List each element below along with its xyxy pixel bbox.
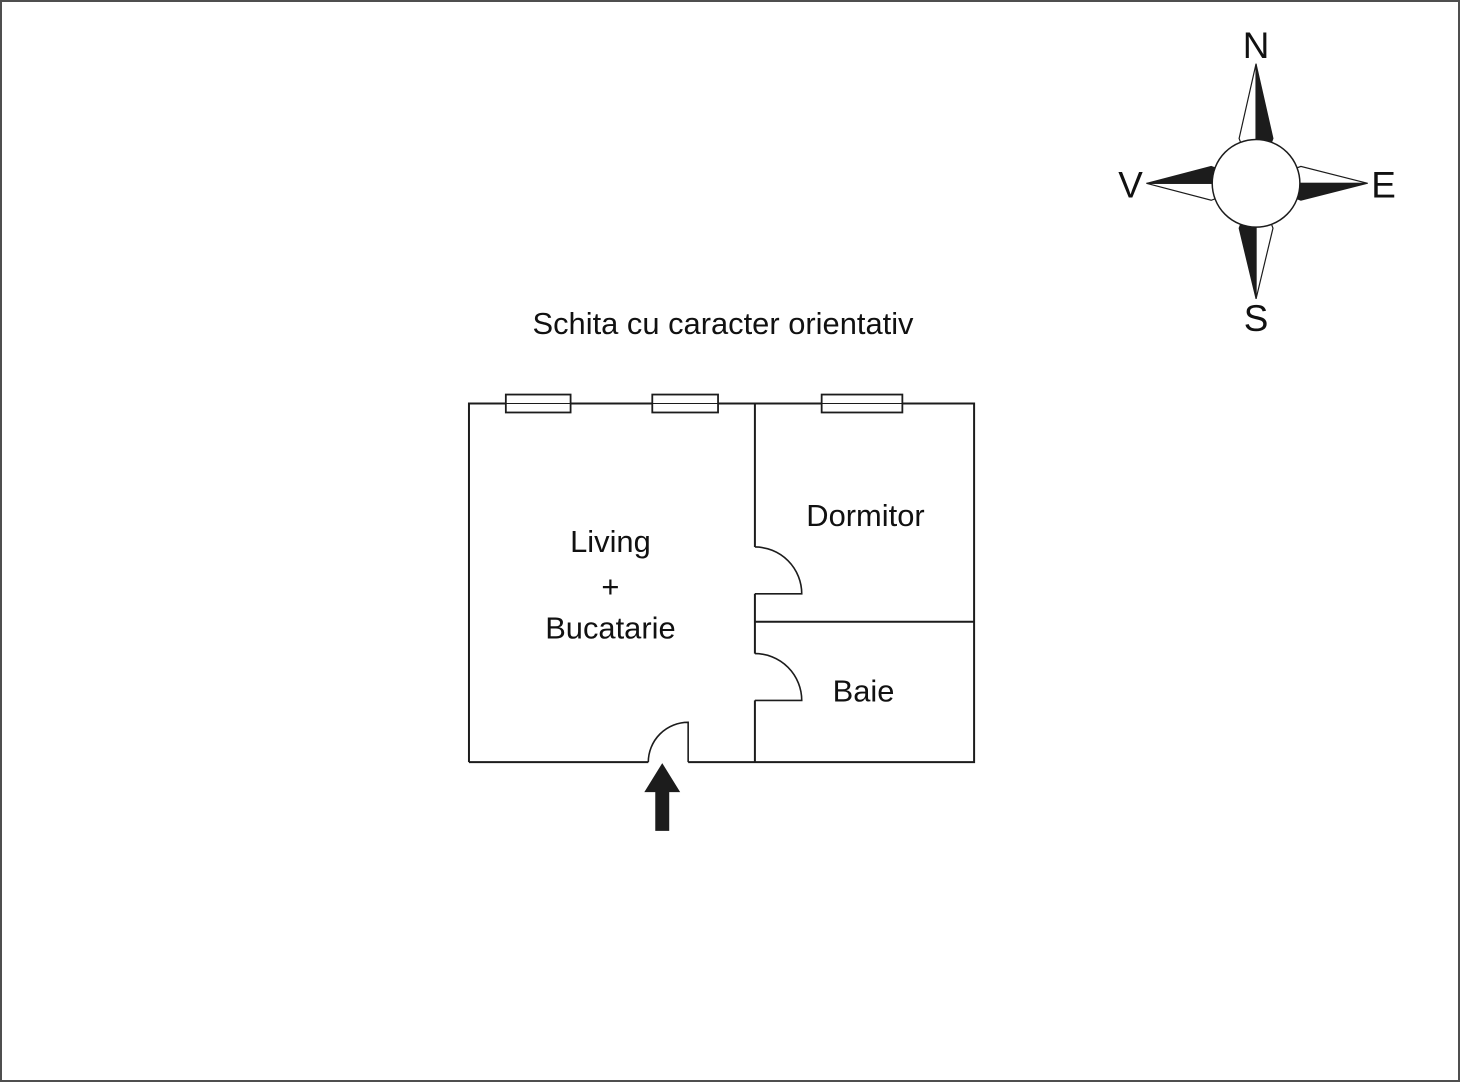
room-label-living-line3: Bucatarie <box>545 611 675 646</box>
room-label-living-line2: + <box>601 569 619 604</box>
compass-label-west: V <box>1118 164 1143 205</box>
door-arc-baie <box>754 652 803 702</box>
room-label-living-line1: Living <box>570 524 651 559</box>
room-label-baie: Baie <box>833 673 895 708</box>
compass-label-north: N <box>1243 25 1270 66</box>
outer-walls <box>467 402 976 764</box>
floor-plan: Living + Bucatarie Dormitor Baie <box>467 393 976 831</box>
compass-label-east: E <box>1371 164 1396 205</box>
compass-center-circle <box>1211 138 1301 228</box>
door-arc-dormitor <box>754 546 803 595</box>
compass-rose-icon: N E S V <box>1118 25 1396 339</box>
room-label-dormitor: Dormitor <box>806 498 924 533</box>
entrance-arrow-icon <box>644 763 681 831</box>
sketch-title: Schita cu caracter orientativ <box>533 306 915 341</box>
compass-label-south: S <box>1244 298 1269 339</box>
entrance-door-arc <box>647 721 689 763</box>
